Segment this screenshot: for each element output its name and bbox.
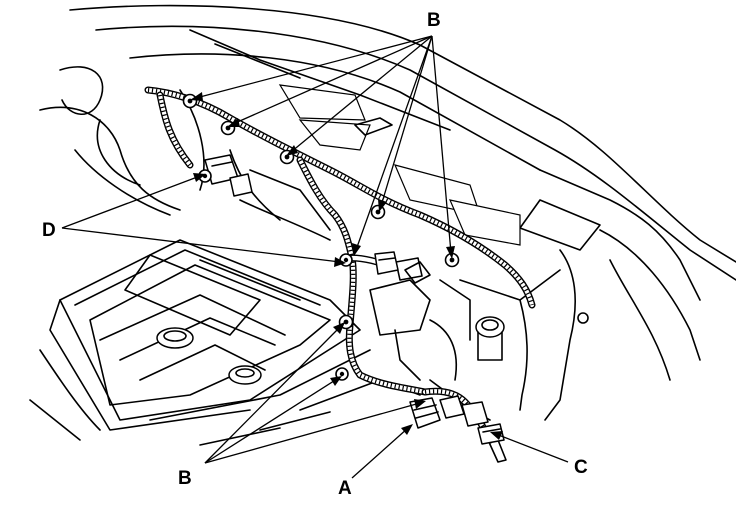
center-components — [369, 257, 561, 421]
callout-a-leader — [351, 424, 413, 479]
callout-label-b-bottom: B — [178, 468, 192, 489]
connector-d-center — [374, 251, 399, 275]
callout-label-a: A — [338, 478, 352, 499]
callout-label-b-top: B — [427, 10, 441, 31]
bolt — [182, 93, 198, 109]
callout-b-bottom-leaders — [204, 322, 426, 464]
engine-cover — [29, 239, 421, 446]
wire-harness — [144, 86, 536, 463]
cowl-panel — [69, 4, 736, 421]
callout-c-leader — [490, 431, 569, 463]
left-fender — [39, 66, 331, 241]
callout-label-d: D — [42, 220, 56, 241]
callout-label-c: C — [574, 457, 588, 478]
callout-d-leaders — [61, 173, 346, 267]
callout-b-top-leaders — [190, 35, 455, 259]
connector-c — [461, 401, 505, 445]
connector-d-left — [204, 154, 253, 197]
